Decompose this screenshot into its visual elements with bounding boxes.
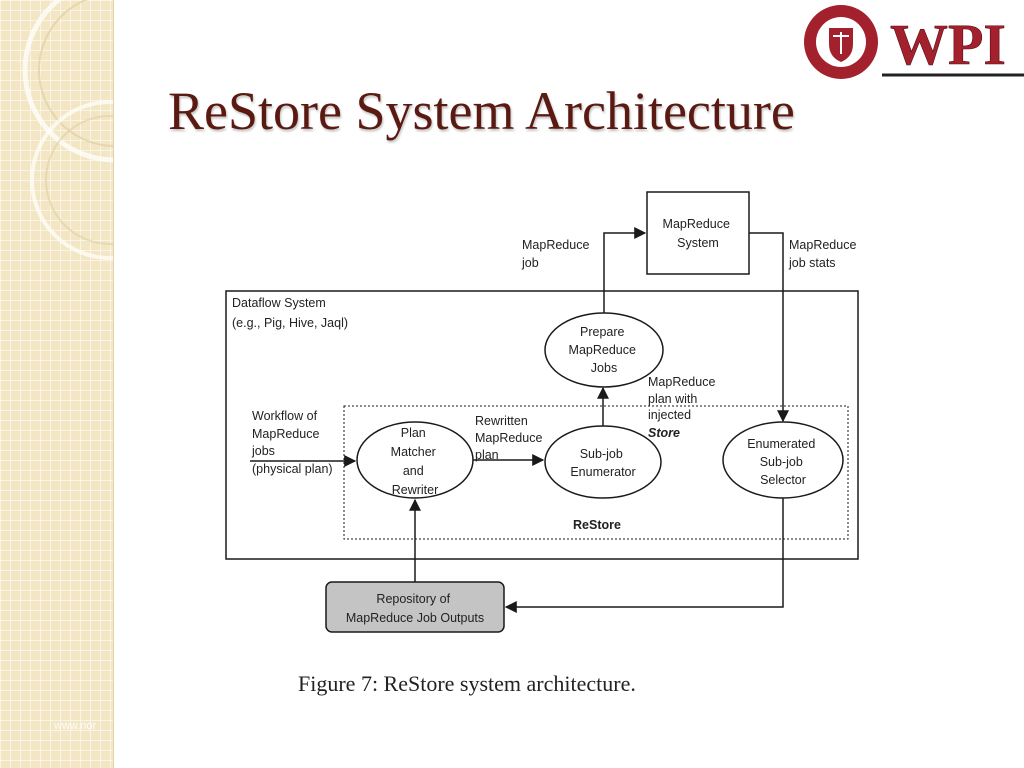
mapreduce-system-label: MapReduce System — [663, 217, 734, 250]
edge-label-job-stats: MapReduce job stats — [788, 238, 860, 270]
architecture-diagram: Dataflow System (e.g., Pig, Hive, Jaql) … — [225, 191, 860, 633]
restore-box — [343, 405, 849, 540]
dataflow-system-label: Dataflow System — [232, 296, 326, 310]
seal-cross-icon — [833, 32, 849, 54]
edge-label-rewritten-plan: Rewritten MapReduce plan — [475, 414, 546, 462]
watermark-text: www.nor — [54, 720, 97, 732]
edge-mapreduce-to-selector — [749, 232, 789, 423]
deco-ring-lower-inner — [45, 115, 113, 245]
deco-ring-upper-inner — [38, 0, 113, 147]
repository-label: Repository of MapReduce Job Outputs — [346, 592, 484, 625]
edge-prepare-to-mapreduce — [603, 227, 647, 313]
decorative-rings — [22, 0, 113, 260]
deco-ring-upper — [22, 0, 113, 163]
edge-selector-to-repository — [504, 498, 784, 613]
edge-label-workflow: Workflow of MapReduce jobs (physical pla… — [251, 409, 333, 476]
subjob-enumerator-node — [544, 425, 662, 499]
restore-label: ReStore — [573, 518, 621, 532]
mapreduce-system-box — [646, 191, 750, 275]
subjob-enumerator-label: Sub-job Enumerator — [570, 447, 635, 479]
logo-wordmark-bg — [882, 7, 1022, 75]
logo-wordmark: WPI — [890, 12, 1006, 77]
wpi-logo: WPI — [804, 5, 1024, 79]
edge-label-mapreduce-job: MapReduce job — [521, 238, 593, 270]
dataflow-system-examples: (e.g., Pig, Hive, Jaql) — [232, 316, 348, 330]
prepare-jobs-label: Prepare MapReduce Jobs — [569, 325, 640, 375]
slide-title: ReStore System Architecture — [168, 81, 795, 141]
deco-ring-lower — [30, 100, 113, 260]
decorative-sidebar: www.nor — [0, 0, 114, 768]
plan-matcher-label: Plan Matcher and Rewriter — [391, 426, 440, 497]
edge-label-injected-plan: MapReduce plan with injected Store — [648, 375, 719, 440]
dataflow-system-box — [225, 290, 859, 560]
enumerated-selector-label: Enumerated Sub-job Selector — [747, 437, 819, 487]
figure-caption: Figure 7: ReStore system architecture. — [298, 671, 636, 696]
